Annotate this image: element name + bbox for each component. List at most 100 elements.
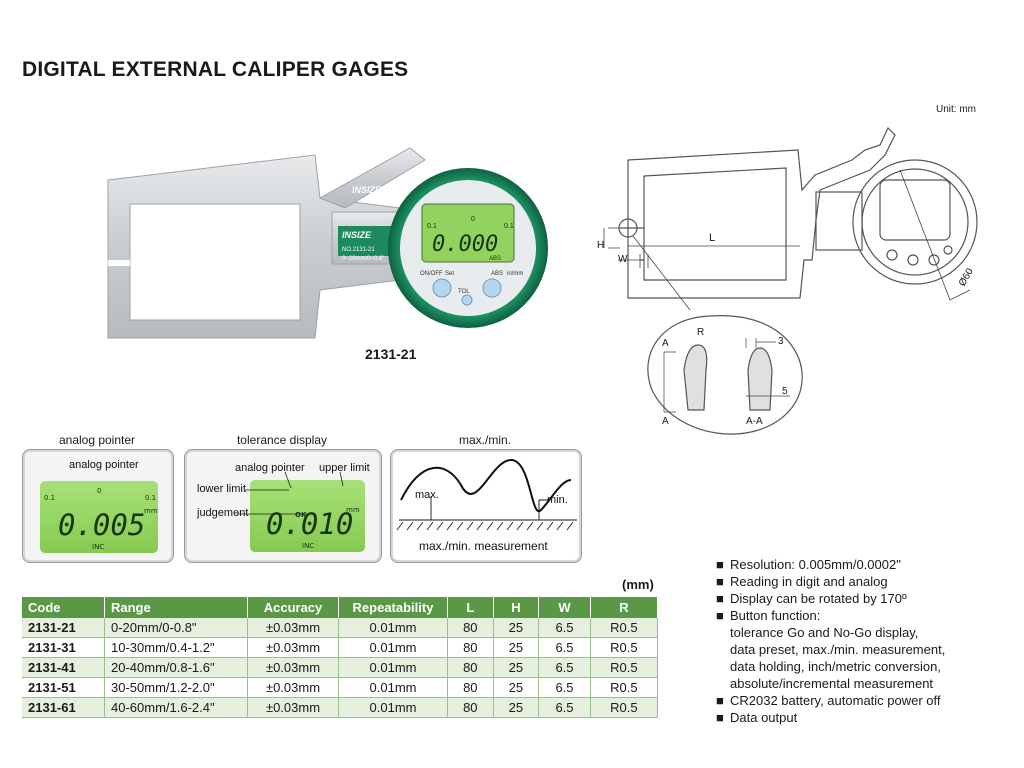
cell-repeatability: 0.01mm — [338, 697, 448, 718]
btn-abs-label: ABS — [491, 271, 504, 277]
cell-code: 2131-21 — [22, 618, 105, 638]
dim-L: L — [709, 232, 716, 244]
cell-accuracy: ±0.03mm — [247, 657, 339, 678]
cell-W: 6.5 — [538, 677, 591, 698]
lcd-unit-2: mm — [346, 506, 360, 514]
cell-range: 20-40mm/0.8-1.6" — [104, 657, 248, 678]
gauge-brand: INSIZE — [352, 185, 382, 195]
col-range: Range — [104, 597, 248, 618]
panel-analog: analog pointer 0.1 0 0.1 mm 0.005 INC — [22, 449, 174, 563]
dim-5: 5 — [782, 386, 788, 397]
unit-label: Unit: mm — [936, 104, 976, 115]
tolerance-leaders — [237, 471, 344, 515]
dim-W: W — [618, 254, 628, 265]
maxmin-wave — [396, 458, 577, 531]
panel-tolerance: analog pointer upper limit lower limit j… — [184, 449, 382, 563]
table-row: 2131-21 0-20mm/0-0.8" ±0.03mm 0.01mm 80 … — [22, 618, 659, 638]
lcd-unit: mm — [144, 507, 158, 515]
feature-subline: data preset, max./min. measurement, — [730, 642, 946, 657]
photo-scale-left: 0.1 — [427, 223, 437, 230]
feature-subline: tolerance Go and No-Go display, — [730, 625, 919, 640]
btn-inch-label: in/mm — [507, 271, 524, 277]
cell-R: R0.5 — [590, 657, 659, 678]
lcd-analog: 0.1 0 0.1 mm 0.005 INC — [40, 481, 158, 553]
feature-item: ■Display can be rotated by 170º — [716, 591, 907, 606]
technical-drawing — [603, 126, 978, 435]
maxmin-caption: max./min. measurement — [419, 539, 548, 553]
bullet-icon: ■ — [716, 693, 724, 708]
feature-item: ■Resolution: 0.005mm/0.0002" — [716, 557, 901, 572]
cell-code: 2131-51 — [22, 677, 105, 698]
col-W: W — [538, 597, 591, 618]
panel-maxmin: max. min. max./min. measurement — [390, 449, 582, 563]
cell-repeatability: 0.01mm — [338, 677, 448, 698]
annot-lower-limit: lower limit — [197, 483, 246, 495]
section-AA: A-A — [746, 416, 763, 427]
cell-accuracy: ±0.03mm — [247, 677, 339, 698]
cell-R: R0.5 — [590, 697, 659, 718]
feature-list: ■Resolution: 0.005mm/0.0002" ■Reading in… — [716, 556, 1016, 726]
gauge-range-text: 0~20mm/0~0.8" — [342, 256, 385, 262]
cell-code: 2131-31 — [22, 637, 105, 658]
cell-W: 6.5 — [538, 637, 591, 658]
lcd-sub: INC — [92, 543, 105, 551]
col-code: Code — [22, 597, 105, 618]
cell-L: 80 — [447, 618, 494, 638]
cell-R: R0.5 — [590, 618, 659, 638]
lcd-value: 0.005 — [58, 508, 146, 542]
cell-range: 40-60mm/1.6-2.4" — [104, 697, 248, 718]
annot-analog-pointer: analog pointer — [69, 459, 139, 471]
col-accuracy: Accuracy — [247, 597, 339, 618]
panel-tolerance-title: tolerance display — [236, 433, 328, 447]
lcd-sub-2: INC — [302, 542, 315, 550]
lcd-ok: OK — [295, 511, 307, 519]
feature-subline: absolute/incremental measurement — [730, 676, 934, 691]
table-row: 2131-61 40-60mm/1.6-2.4" ±0.03mm 0.01mm … — [22, 697, 659, 718]
caliper-photo — [107, 147, 548, 339]
panel-maxmin-title: max./min. — [458, 433, 511, 447]
table-unit: (mm) — [622, 577, 654, 592]
dim-3: 3 — [778, 336, 784, 347]
cell-code: 2131-41 — [22, 657, 105, 678]
col-L: L — [447, 597, 494, 618]
scale-mid: 0 — [97, 487, 102, 495]
cell-H: 25 — [493, 677, 540, 698]
annot-min: min. — [547, 494, 568, 506]
cell-L: 80 — [447, 697, 494, 718]
dim-H: H — [597, 240, 605, 251]
cell-H: 25 — [493, 637, 540, 658]
annot-upper-limit: upper limit — [319, 462, 370, 474]
cell-range: 0-20mm/0-0.8" — [104, 618, 248, 638]
lcd-value-2: 0.010 — [266, 507, 354, 541]
annot-max: max. — [415, 489, 439, 501]
feature-item: ■Button function: — [716, 608, 821, 623]
cell-L: 80 — [447, 657, 494, 678]
cell-accuracy: ±0.03mm — [247, 618, 339, 638]
bullet-icon: ■ — [716, 608, 724, 623]
table-row: 2131-31 10-30mm/0.4-1.2" ±0.03mm 0.01mm … — [22, 637, 659, 658]
scale-right: 0.1 — [145, 494, 157, 502]
photo-scale-mid: 0 — [471, 216, 475, 223]
section-A-top: A — [662, 338, 669, 349]
cell-code: 2131-61 — [22, 697, 105, 718]
cell-L: 80 — [447, 637, 494, 658]
scale-left: 0.1 — [44, 494, 56, 502]
annot-analog-pointer-2: analog pointer — [235, 462, 305, 474]
table-row: 2131-51 30-50mm/1.2-2.0" ±0.03mm 0.01mm … — [22, 677, 659, 698]
bullet-icon: ■ — [716, 591, 724, 606]
feature-subline: data holding, inch/metric conversion, — [730, 659, 942, 674]
cell-repeatability: 0.01mm — [338, 637, 448, 658]
feature-item: ■CR2032 battery, automatic power off — [716, 693, 941, 708]
cell-range: 30-50mm/1.2-2.0" — [104, 677, 248, 698]
page-title: DIGITAL EXTERNAL CALIPER GAGES — [22, 58, 409, 81]
btn-onoff-label: ON/OFF — [420, 271, 443, 277]
cell-H: 25 — [493, 697, 540, 718]
cell-H: 25 — [493, 657, 540, 678]
cell-L: 80 — [447, 677, 494, 698]
cell-accuracy: ±0.03mm — [247, 697, 339, 718]
table-header-row: Code Range Accuracy Repeatability L H W … — [22, 597, 659, 618]
bullet-icon: ■ — [716, 574, 724, 589]
panel-analog-title: analog pointer — [58, 433, 136, 447]
model-label: 2131-21 — [365, 346, 417, 362]
photo-scale-right: 0.1 — [504, 223, 514, 230]
